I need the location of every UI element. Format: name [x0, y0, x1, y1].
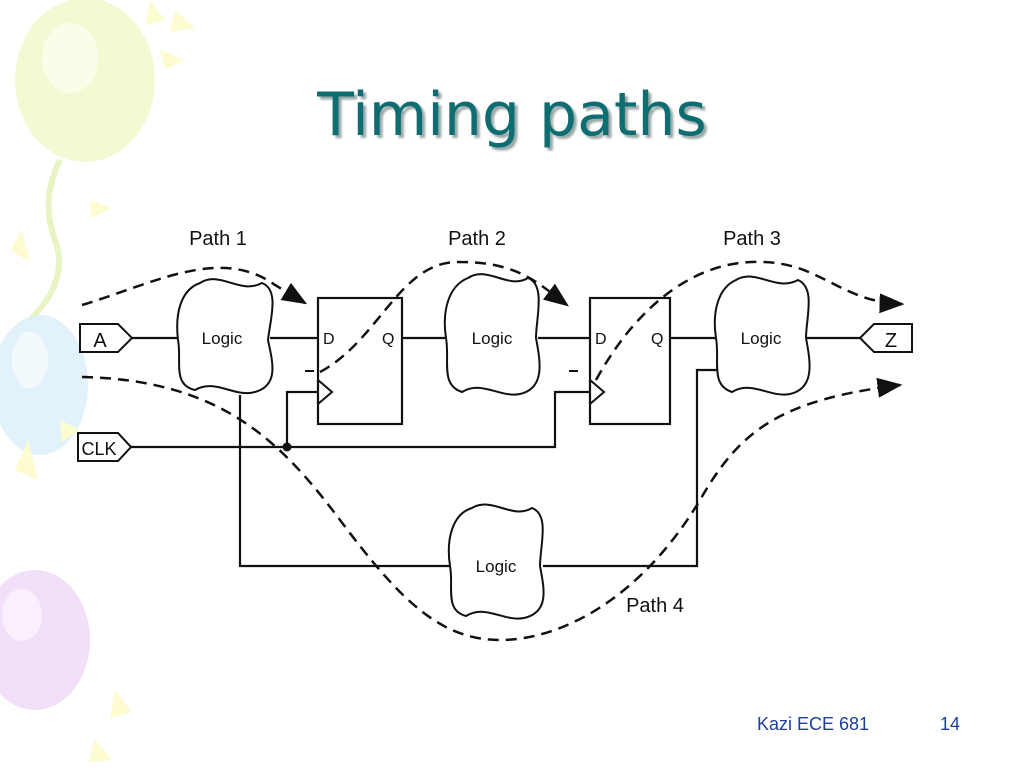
svg-text:D: D	[323, 331, 335, 348]
svg-text:Logic: Logic	[476, 557, 517, 576]
wire-lower-right	[543, 368, 718, 568]
balloon-decoration	[0, 0, 195, 762]
logic-block-1: Logic	[176, 278, 274, 395]
svg-text:Logic: Logic	[202, 329, 243, 348]
path-4-label: Path 4	[626, 595, 684, 617]
svg-text:A: A	[93, 330, 107, 352]
input-a-port: A	[79, 323, 134, 353]
flip-flop-2: D Q	[588, 296, 672, 426]
wire-clk-ff1	[285, 390, 318, 447]
svg-text:Logic: Logic	[741, 329, 782, 348]
path-1-curve	[81, 266, 308, 307]
page-number: 14	[940, 714, 961, 734]
svg-text:Q: Q	[651, 331, 663, 348]
svg-text:D: D	[595, 331, 607, 348]
logic-block-2: Logic	[443, 273, 541, 396]
svg-text:Logic: Logic	[472, 329, 513, 348]
logic-block-3: Logic	[713, 275, 811, 396]
path-3-label: Path 3	[723, 228, 781, 250]
clk-junction	[282, 442, 292, 452]
input-clk-port: CLK	[77, 432, 133, 462]
path-3-curve	[594, 260, 905, 381]
path-2-label: Path 2	[448, 228, 506, 250]
wire-lower-left	[238, 395, 450, 568]
wire-clk	[130, 390, 590, 449]
path-4-curve	[81, 375, 903, 642]
path-2-curve	[319, 260, 570, 374]
footer-author: Kazi ECE 681	[757, 714, 870, 734]
slide-title: Timing paths	[317, 80, 707, 150]
svg-text:CLK: CLK	[81, 439, 116, 459]
svg-text:Q: Q	[382, 331, 394, 348]
output-z-port: Z	[858, 323, 913, 353]
logic-block-4: Logic	[447, 503, 545, 620]
svg-text:Z: Z	[885, 330, 897, 352]
path-1-label: Path 1	[189, 228, 247, 250]
flip-flop-1: D Q	[316, 296, 404, 426]
